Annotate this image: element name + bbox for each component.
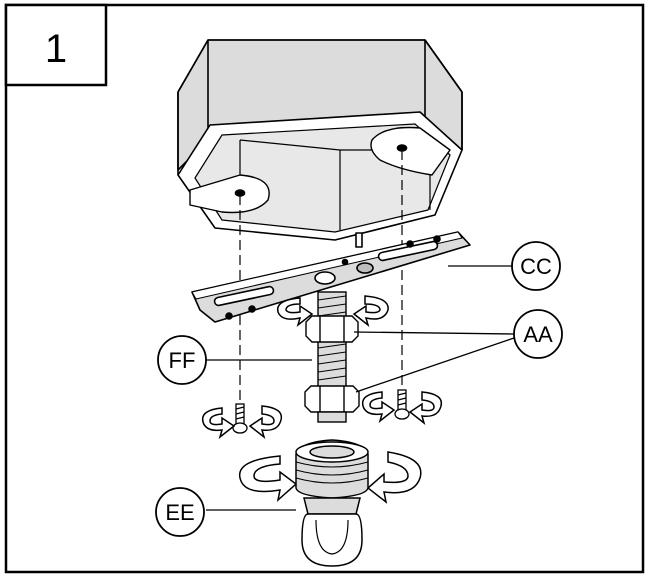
rotate-arrow-icon bbox=[352, 295, 389, 328]
callout-cc: CC bbox=[511, 241, 561, 291]
rotate-arrow-icon bbox=[276, 297, 314, 328]
mounting-screw-right bbox=[394, 389, 410, 420]
rotate-arrow-icon bbox=[239, 455, 298, 503]
label-ee: EE bbox=[165, 500, 194, 525]
rotate-arrow-icon bbox=[201, 407, 236, 440]
lamp-socket bbox=[295, 439, 369, 567]
label-cc: CC bbox=[520, 254, 552, 279]
step-number-box: 1 bbox=[4, 3, 108, 87]
threaded-nipple bbox=[304, 291, 360, 423]
callout-ff: FF bbox=[157, 335, 207, 385]
rotation-arrows bbox=[201, 295, 443, 504]
callout-ee: EE bbox=[155, 487, 205, 537]
crossbar-strap bbox=[191, 231, 471, 323]
rotate-arrow-icon bbox=[248, 405, 283, 440]
lower-hex-nut bbox=[304, 385, 360, 413]
label-aa: AA bbox=[523, 322, 553, 347]
step-number: 1 bbox=[45, 27, 67, 71]
bulb bbox=[301, 513, 363, 567]
ceiling-junction-box bbox=[177, 39, 463, 241]
callout-leaders bbox=[196, 265, 515, 511]
mounting-screw-left bbox=[232, 403, 248, 434]
upper-hex-nut bbox=[305, 315, 359, 343]
rotate-arrow-icon bbox=[366, 451, 422, 504]
alignment-lines bbox=[239, 150, 403, 430]
rotate-arrow-icon bbox=[361, 391, 396, 424]
callout-aa: AA bbox=[513, 309, 563, 359]
label-ff: FF bbox=[169, 348, 196, 373]
outer-border bbox=[4, 3, 645, 574]
rotate-arrow-icon bbox=[408, 391, 443, 426]
